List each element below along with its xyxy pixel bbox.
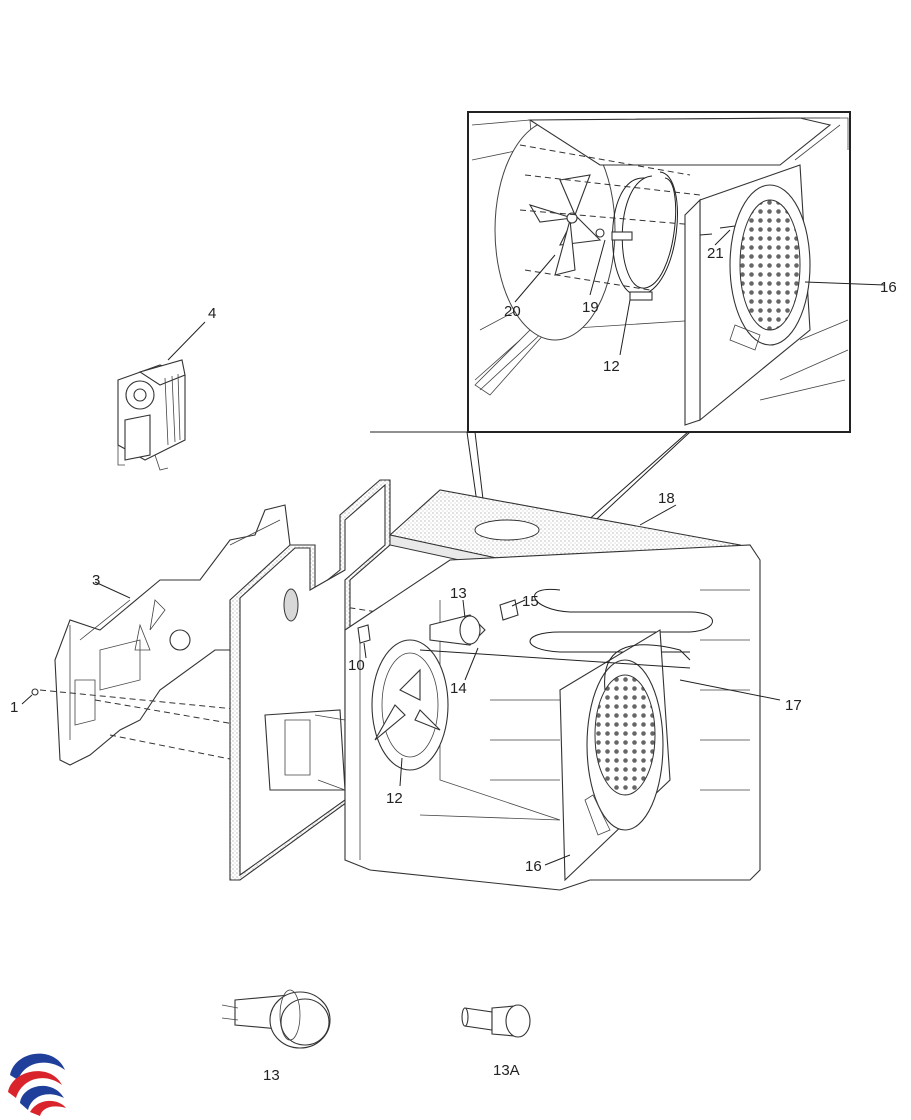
label-18: 18	[658, 490, 675, 507]
label-12-inset: 12	[603, 358, 620, 375]
label-12-main: 12	[386, 790, 403, 807]
label-16-main: 16	[525, 858, 542, 875]
label-13A: 13A	[493, 1062, 520, 1079]
label-15: 15	[522, 593, 539, 610]
label-20-inset: 20	[504, 303, 521, 320]
lamp-assembly-13: 13	[221, 989, 331, 1084]
label-1: 1	[10, 699, 18, 716]
label-13-main: 13	[450, 585, 467, 602]
oven-cavity: 13 15 10 14 12 17 16	[344, 544, 802, 891]
label-21: 21	[707, 245, 724, 262]
screw-1: 1	[10, 688, 39, 716]
label-14: 14	[450, 680, 467, 697]
label-17: 17	[785, 697, 802, 714]
assembly-dashes-rear	[39, 599, 461, 761]
fan-blade-20	[528, 174, 602, 276]
label-4: 4	[208, 305, 216, 322]
label-13-bottom: 13	[263, 1067, 280, 1084]
heating-element-12-inset	[611, 171, 678, 301]
label-19: 19	[582, 299, 599, 316]
label-16-inset: 16	[880, 279, 897, 296]
inset-top-panel	[528, 117, 832, 166]
fan-motor-4: 4	[117, 305, 216, 471]
label-10: 10	[348, 657, 365, 674]
side-panel-16-inset	[684, 164, 811, 426]
brand-swirl-logo-icon	[3, 1051, 67, 1116]
rear-cover-3: 3	[54, 504, 291, 766]
label-3: 3	[92, 572, 100, 589]
inset-detail-view: 21 19 20 12 16	[467, 111, 897, 433]
lamp-bulb-13A: 13A	[461, 1004, 531, 1079]
